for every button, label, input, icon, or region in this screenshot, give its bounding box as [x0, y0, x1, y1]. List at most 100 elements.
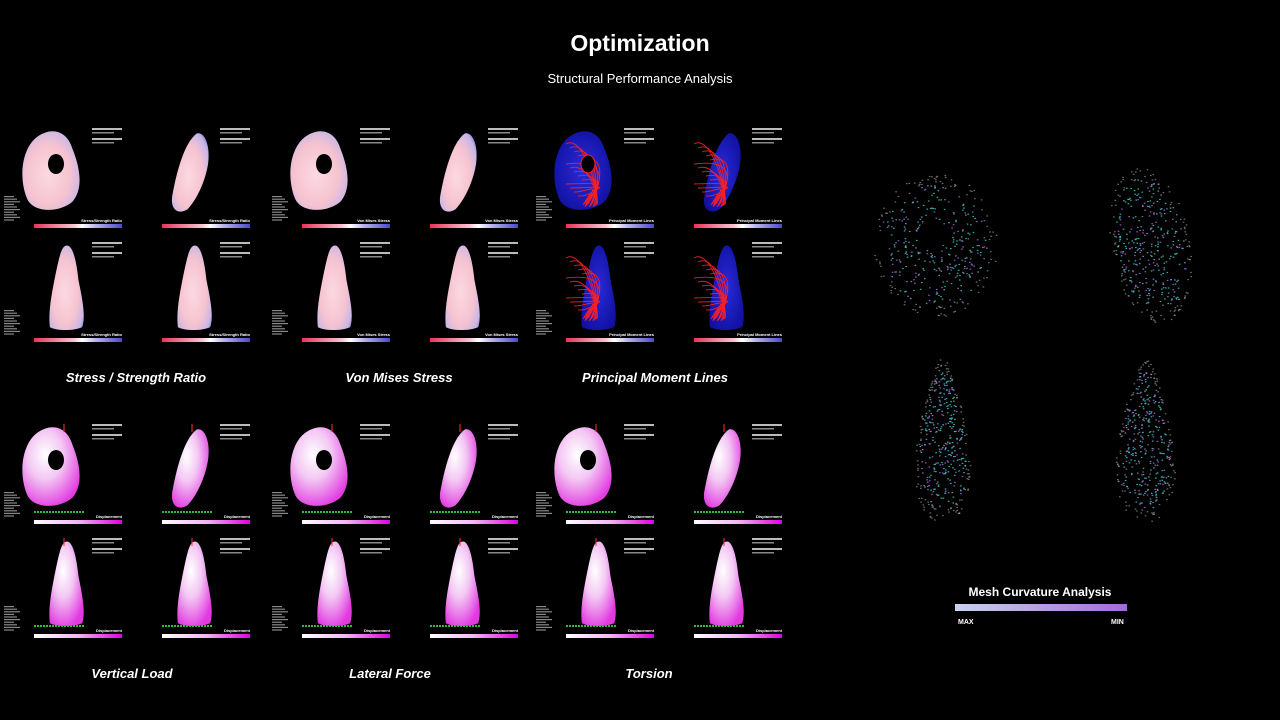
- moment-line: [565, 183, 598, 207]
- panel-colorbar: [566, 520, 654, 524]
- panel-colorbar: [302, 338, 390, 342]
- parameter-line: [4, 505, 20, 507]
- metadata-block: [752, 142, 774, 144]
- metadata-block: [624, 428, 646, 430]
- parameter-line: [4, 499, 14, 501]
- analysis-panel: Displacement: [132, 420, 254, 530]
- metadata-block: [92, 424, 122, 426]
- parameter-line: [272, 624, 285, 626]
- metadata-block: [360, 552, 382, 554]
- bone-hole: [48, 154, 64, 174]
- panel-render: [536, 128, 654, 221]
- bone-shape: [49, 541, 84, 627]
- panel-legend-label: Displacement: [491, 514, 518, 519]
- metadata-block: [92, 242, 122, 244]
- panel-render: [4, 538, 122, 631]
- analysis-panel: Displacement: [272, 534, 394, 644]
- parameter-line: [536, 499, 546, 501]
- metadata-block: [360, 242, 390, 244]
- mesh-view: [916, 359, 972, 521]
- parameter-line: [272, 206, 285, 208]
- metadata-block: [220, 548, 250, 550]
- parameter-line: [4, 611, 20, 613]
- parameter-line: [4, 310, 14, 312]
- parameter-line: [272, 323, 288, 325]
- moment-line: [693, 142, 726, 205]
- panel-render: [430, 538, 518, 627]
- parameter-line: [272, 606, 282, 608]
- parameter-line: [4, 619, 20, 621]
- parameter-line: [536, 608, 549, 610]
- parameter-line: [536, 505, 552, 507]
- analysis-panel: Displacement: [536, 534, 658, 644]
- parameter-line: [4, 497, 20, 499]
- parameter-line: [272, 310, 282, 312]
- parameter-line: [536, 219, 546, 221]
- metadata-block: [92, 438, 114, 440]
- parameter-line: [536, 214, 549, 216]
- parameter-line: [272, 502, 285, 504]
- parameter-line: [272, 312, 285, 314]
- parameter-line: [536, 626, 552, 628]
- moment-line: [573, 188, 594, 205]
- parameter-line: [536, 312, 549, 314]
- moment-line: [705, 289, 724, 319]
- moment-line: [573, 264, 597, 321]
- metadata-block: [624, 542, 646, 544]
- panel-render: [536, 538, 654, 631]
- panel-legend-label: Stress/Strength Ratio: [81, 218, 122, 223]
- parameter-line: [4, 211, 14, 213]
- parameter-line: [4, 606, 14, 608]
- metadata-block: [92, 138, 122, 140]
- parameter-line: [272, 201, 288, 203]
- bone-shape: [445, 541, 480, 627]
- analysis-panel: Stress/Strength Ratio: [4, 238, 126, 348]
- moment-line: [701, 150, 725, 207]
- bone-shape: [317, 245, 352, 331]
- metadata-block: [360, 132, 382, 134]
- metadata-block: [360, 428, 382, 430]
- metadata-block: [488, 548, 518, 550]
- bone-shape: [439, 429, 477, 508]
- metadata-block: [220, 132, 242, 134]
- metadata-block: [92, 428, 114, 430]
- panel-legend-label: Displacement: [627, 628, 654, 633]
- moment-line: [569, 186, 601, 208]
- parameter-line: [4, 198, 17, 200]
- metadata-block: [488, 142, 510, 144]
- parameter-line: [272, 626, 288, 628]
- metadata-block: [752, 256, 774, 258]
- metadata-block: [488, 252, 518, 254]
- panel-colorbar: [566, 634, 654, 638]
- metadata-block: [488, 428, 510, 430]
- parameter-line: [272, 203, 282, 205]
- parameter-line: [536, 310, 546, 312]
- panel-colorbar: [34, 520, 122, 524]
- metadata-block: [92, 142, 114, 144]
- metadata-block: [92, 552, 114, 554]
- parameter-line: [536, 320, 549, 322]
- parameter-line: [536, 323, 552, 325]
- parameter-line: [272, 196, 282, 198]
- parameter-line: [4, 328, 17, 330]
- panel-legend-label: Stress/Strength Ratio: [209, 218, 250, 223]
- parameter-line: [536, 330, 552, 332]
- parameter-line: [536, 315, 552, 317]
- panel-render: [272, 128, 390, 221]
- panel-legend-label: Stress/Strength Ratio: [81, 332, 122, 337]
- analysis-panel: Principal Moment Lines: [536, 238, 658, 348]
- parameter-line: [4, 333, 14, 335]
- metadata-block: [488, 542, 510, 544]
- moment-line: [577, 189, 595, 206]
- parameter-line: [4, 512, 20, 514]
- moment-line: [697, 186, 729, 208]
- mesh-view: [874, 175, 998, 317]
- metadata-block: [752, 128, 782, 130]
- metadata-block: [220, 424, 250, 426]
- moment-line: [577, 289, 596, 319]
- analysis-panel: Principal Moment Lines: [664, 124, 786, 234]
- moment-line: [577, 175, 596, 205]
- parameter-line: [4, 515, 14, 517]
- parameter-line: [536, 619, 552, 621]
- moment-line: [705, 154, 726, 208]
